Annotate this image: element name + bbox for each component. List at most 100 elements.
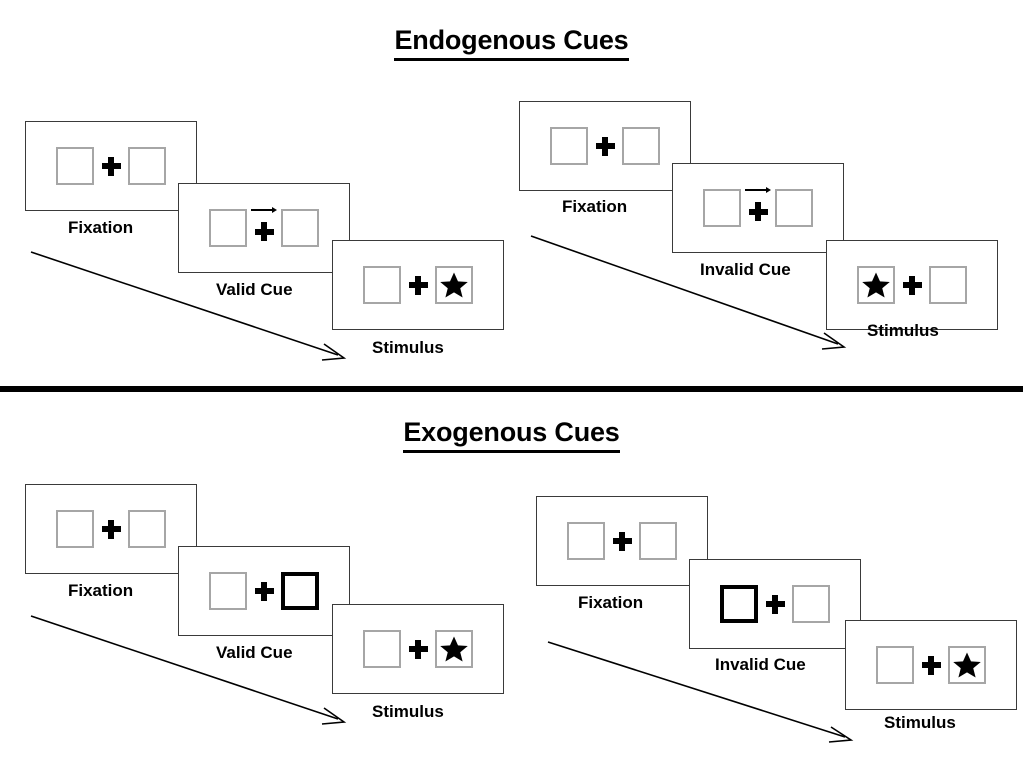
frame-exo-invalid-stimulus: [845, 620, 1017, 710]
center-gap: [247, 207, 281, 247]
caption-endo-valid-cue: Valid Cue: [216, 280, 293, 299]
caption-exo-valid-cue: Valid Cue: [216, 643, 293, 662]
frame-content: [537, 497, 707, 585]
cued-box-icon: [720, 585, 758, 623]
frame-content: [179, 547, 349, 635]
caption-endo-valid-fixation: Fixation: [68, 218, 134, 237]
center-gap: [247, 572, 281, 610]
caption-exo-valid-fixation: Fixation: [68, 581, 134, 600]
frame-content: [333, 241, 503, 329]
star-glyph: [862, 272, 890, 298]
star-target-icon: [857, 266, 895, 304]
fixation-cross-icon: [765, 594, 785, 614]
fixation-cross-icon: [101, 519, 121, 539]
center-gap: [914, 646, 948, 684]
frame-content: [690, 560, 860, 648]
placeholder-box-right: [639, 522, 677, 560]
placeholder-box-left: [703, 189, 741, 227]
frame-exo-valid-fixation: [25, 484, 197, 574]
star-target-icon: [435, 266, 473, 304]
star-glyph: [440, 636, 468, 662]
fixation-cross-icon: [408, 639, 428, 659]
fixation-cross-icon: [748, 202, 768, 221]
caption-exo-invalid-cue: Invalid Cue: [715, 655, 806, 674]
flow-arrow-exo-valid: [30, 615, 347, 725]
frame-content: [673, 164, 843, 252]
placeholder-box-left: [567, 522, 605, 560]
caption-exo-invalid-fixation: Fixation: [578, 593, 644, 612]
section-title-exogenous-text: Exogenous Cues: [403, 417, 620, 453]
placeholder-box-left: [56, 510, 94, 548]
frame-endo-invalid-stimulus: [826, 240, 998, 330]
frame-exo-valid-stimulus: [332, 604, 504, 694]
placeholder-box-right: [281, 209, 319, 247]
fixation-cross-icon: [921, 655, 941, 675]
placeholder-box-right: [128, 510, 166, 548]
frame-endo-valid-cue: [178, 183, 350, 273]
frame-content: [520, 102, 690, 190]
center-gap: [895, 266, 929, 304]
placeholder-box-left: [209, 572, 247, 610]
fixation-cross-icon: [101, 156, 121, 176]
fixation-cross-icon: [408, 275, 428, 295]
stimulus-row: [703, 187, 813, 227]
placeholder-box-right: [929, 266, 967, 304]
center-gap: [401, 630, 435, 668]
frame-exo-valid-cue: [178, 546, 350, 636]
arrow-right-cue-icon: [251, 207, 277, 213]
frame-content: [179, 184, 349, 272]
stimulus-row: [209, 572, 319, 610]
placeholder-box-right: [792, 585, 830, 623]
flow-arrow-endo-valid: [30, 251, 347, 361]
frame-content: [333, 605, 503, 693]
stimulus-row: [876, 646, 986, 684]
section-title-endogenous: Endogenous Cues: [0, 25, 1023, 61]
center-gap: [758, 585, 792, 623]
placeholder-box-right: [622, 127, 660, 165]
placeholder-box-left: [209, 209, 247, 247]
center-gap: [94, 510, 128, 548]
stimulus-row: [56, 147, 166, 185]
fixation-cross-icon: [254, 581, 274, 601]
center-gap: [94, 147, 128, 185]
stimulus-row: [363, 630, 473, 668]
frame-endo-invalid-cue: [672, 163, 844, 253]
frame-content: [26, 122, 196, 210]
star-glyph: [953, 652, 981, 678]
frame-exo-invalid-fixation: [536, 496, 708, 586]
frame-endo-valid-stimulus: [332, 240, 504, 330]
placeholder-box-left: [56, 147, 94, 185]
caption-exo-valid-stimulus: Stimulus: [372, 702, 444, 721]
fixation-cross-icon: [902, 275, 922, 295]
stimulus-row: [56, 510, 166, 548]
stimulus-row: [720, 585, 830, 623]
section-title-exogenous: Exogenous Cues: [0, 417, 1023, 453]
placeholder-box-left: [363, 630, 401, 668]
placeholder-box-left: [876, 646, 914, 684]
center-gap: [401, 266, 435, 304]
fixation-cross-icon: [254, 222, 274, 241]
flow-arrow-exo-invalid: [547, 641, 854, 743]
caption-endo-valid-stimulus: Stimulus: [372, 338, 444, 357]
caption-endo-invalid-fixation: Fixation: [562, 197, 628, 216]
stimulus-row: [363, 266, 473, 304]
section-title-endogenous-text: Endogenous Cues: [394, 25, 629, 61]
center-gap: [588, 127, 622, 165]
arrow-right-cue-icon: [745, 187, 771, 193]
star-target-icon: [948, 646, 986, 684]
caption-exo-invalid-stimulus: Stimulus: [884, 713, 956, 732]
center-gap: [605, 522, 639, 560]
center-gap: [741, 187, 775, 227]
frame-endo-valid-fixation: [25, 121, 197, 211]
frame-exo-invalid-cue: [689, 559, 861, 649]
placeholder-box-right: [775, 189, 813, 227]
cued-box-icon: [281, 572, 319, 610]
star-target-icon: [435, 630, 473, 668]
placeholder-box-right: [128, 147, 166, 185]
stimulus-row: [550, 127, 660, 165]
caption-endo-invalid-cue: Invalid Cue: [700, 260, 791, 279]
placeholder-box-left: [550, 127, 588, 165]
frame-content: [26, 485, 196, 573]
star-glyph: [440, 272, 468, 298]
flow-arrow-endo-invalid: [530, 235, 847, 350]
